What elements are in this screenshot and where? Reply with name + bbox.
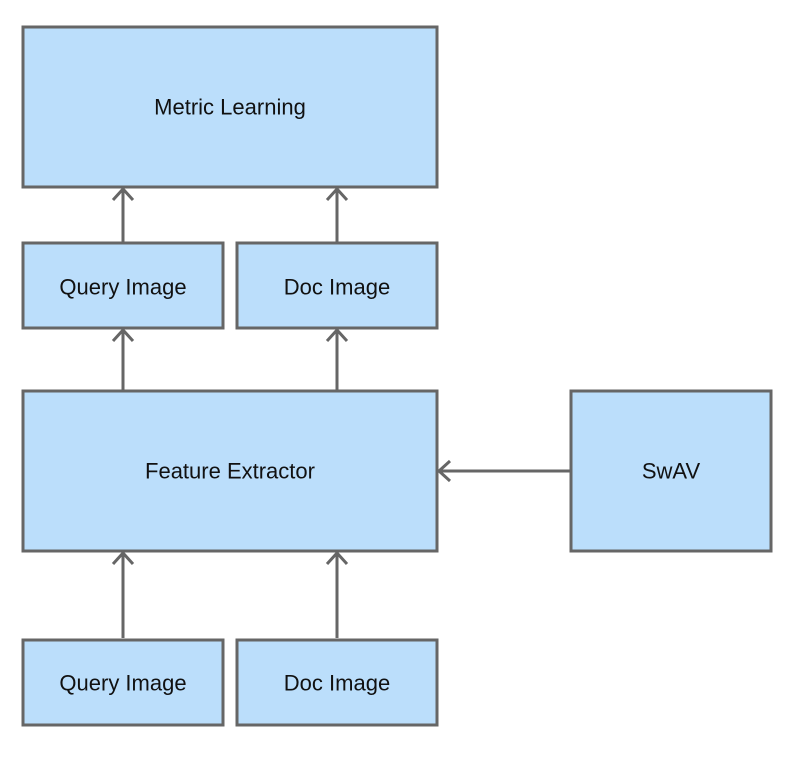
node-feature-extractor: Feature Extractor [21,389,439,553]
node-feature-extractor-label: Feature Extractor [145,459,315,484]
node-query-image-top: Query Image [21,241,225,330]
node-metric-learning-label: Metric Learning [154,95,306,120]
node-swav-box [569,389,773,553]
node-doc-image-bottom: Doc Image [235,638,439,727]
node-query-image-bottom-label: Query Image [59,671,186,696]
node-swav-label: SwAV [642,459,701,484]
node-query-image-bottom-box [21,638,225,727]
node-doc-image-top-box [235,241,439,330]
node-query-image-top-box [21,241,225,330]
node-doc-image-bottom-box [235,638,439,727]
node-doc-image-bottom-label: Doc Image [284,671,390,696]
node-metric-learning: Metric Learning [21,25,439,189]
node-query-image-top-label: Query Image [59,275,186,300]
node-swav: SwAV [569,389,773,553]
node-metric-learning-box [21,25,439,189]
edge-query-image-bottom-to-feature-extractor [111,550,135,638]
edges [111,186,571,638]
edge-swav-to-feature-extractor [436,459,571,483]
edge-doc-image-top-to-metric-learning [325,186,349,243]
node-feature-extractor-box [21,389,439,553]
node-doc-image-top-label: Doc Image [284,275,390,300]
node-doc-image-top: Doc Image [235,241,439,330]
node-query-image-bottom: Query Image [21,638,225,727]
edge-query-image-top-to-metric-learning [111,186,135,243]
edge-doc-image-bottom-to-feature-extractor [325,550,349,638]
edge-feature-extractor-to-doc-image-top [325,327,349,391]
edge-feature-extractor-to-query-image-top [111,327,135,391]
